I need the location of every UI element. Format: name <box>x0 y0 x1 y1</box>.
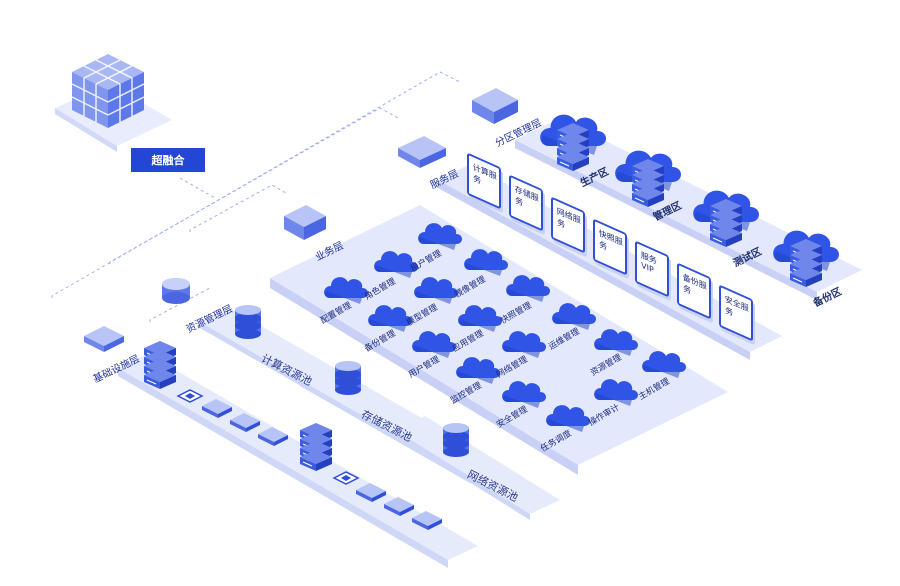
business-cloud-icon-10 <box>502 331 546 358</box>
pool-icons <box>235 305 469 457</box>
infra-server-icon-2 <box>300 423 332 471</box>
zone-server-icon-1 <box>632 159 664 207</box>
partition-layer-icon <box>472 88 518 124</box>
zone-server-icon-3 <box>790 239 822 287</box>
business-cloud-icon-14 <box>502 381 546 408</box>
storage-pool-db-icon <box>335 361 361 395</box>
infrastructure-icons <box>144 341 442 530</box>
connectors <box>51 71 461 322</box>
zone-server-icon-2 <box>710 199 742 247</box>
business-cloud-icon-0 <box>418 223 462 250</box>
business-cloud-icon-16 <box>546 405 590 432</box>
infra-storage-icon-2 <box>412 511 442 530</box>
infra-switch-icon-1 <box>202 399 232 418</box>
business-cloud-icon-3 <box>324 277 368 304</box>
network-pool-db-icon <box>443 423 469 457</box>
business-cloud-icon-11 <box>594 329 638 356</box>
network-pool-platform <box>395 416 560 514</box>
hyperconverged-label: 超融合 <box>131 148 205 172</box>
business-cloud-icon-8 <box>552 303 596 330</box>
infra-chip-icon-1 <box>176 389 204 403</box>
business-cloud-icon-15 <box>594 379 638 406</box>
business-cloud-icon-6 <box>368 305 412 332</box>
infra-router-icon-2 <box>384 497 414 516</box>
infra-router-icon-1 <box>230 413 260 432</box>
infrastructure-layer-icon <box>84 326 124 352</box>
infra-server-icon-1 <box>144 341 176 389</box>
zone-icons <box>540 114 839 287</box>
business-cloud-icon-12 <box>642 351 686 378</box>
business-clouds <box>324 223 686 432</box>
zone-server-icon-0 <box>557 123 589 171</box>
resource-layer-icon <box>162 278 190 304</box>
business-layer-icon <box>284 205 326 240</box>
hyperconverged-cube-icon <box>71 54 145 128</box>
service-layer-icon <box>398 136 446 168</box>
business-cloud-icon-7 <box>458 305 502 332</box>
infra-switch-icon-2 <box>356 483 386 502</box>
business-cloud-icon-5 <box>506 275 550 302</box>
infra-storage-icon-1 <box>258 427 288 446</box>
compute-pool-db-icon <box>235 305 261 339</box>
business-cloud-icon-1 <box>374 251 418 278</box>
infra-chip-icon-2 <box>332 471 360 485</box>
business-cloud-icon-9 <box>412 331 456 358</box>
business-cloud-icon-4 <box>414 277 458 304</box>
business-cloud-icon-13 <box>456 357 500 384</box>
business-cloud-icon-2 <box>464 249 508 276</box>
infrastructure-platform <box>118 354 478 560</box>
